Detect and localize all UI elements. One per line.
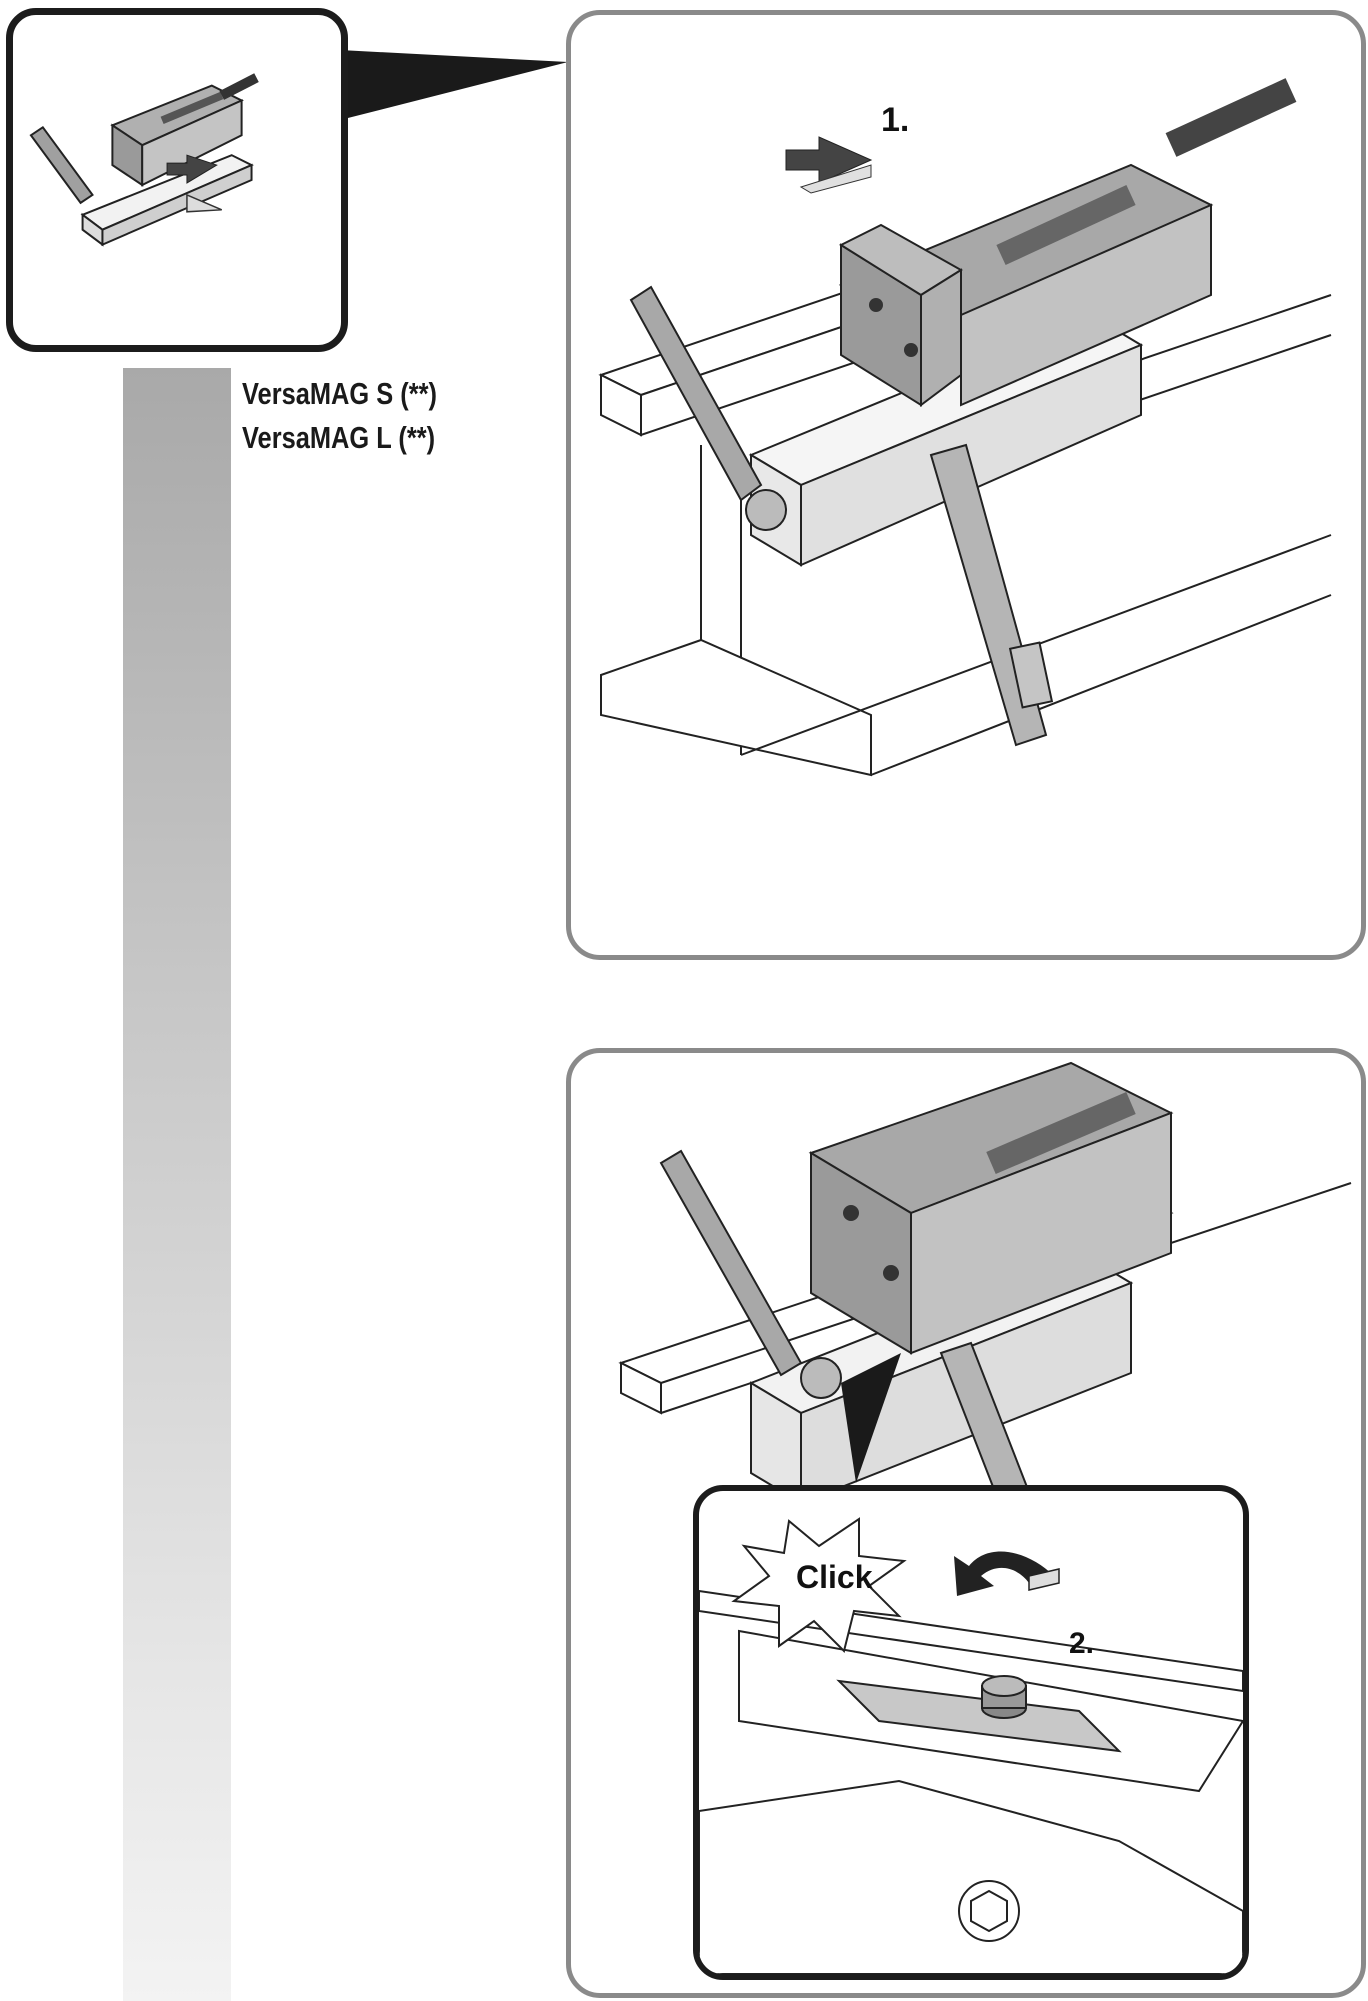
latch-detail-illustration	[699, 1517, 1243, 1974]
click-label: Click	[796, 1559, 873, 1595]
model-labels: VersaMAG S (**) VersaMAG L (**)	[242, 372, 488, 460]
model-label-l: VersaMAG L (**)	[242, 420, 436, 455]
click-detail-inset: Click 2.	[693, 1485, 1249, 1980]
thumbnail-overview	[6, 8, 348, 352]
vise-step2-illustration	[618, 1061, 1352, 1535]
step1-panel: 1.	[566, 10, 1366, 960]
vise-thumbnail-illustration	[29, 73, 259, 247]
vise-step1-illustration	[598, 78, 1332, 777]
side-gradient-bar	[123, 368, 231, 2001]
thumbnail-connector	[340, 50, 568, 120]
step2-number: 2.	[1069, 1627, 1095, 1660]
step1-number: 1.	[881, 101, 910, 139]
model-label-s: VersaMAG S (**)	[242, 376, 437, 411]
